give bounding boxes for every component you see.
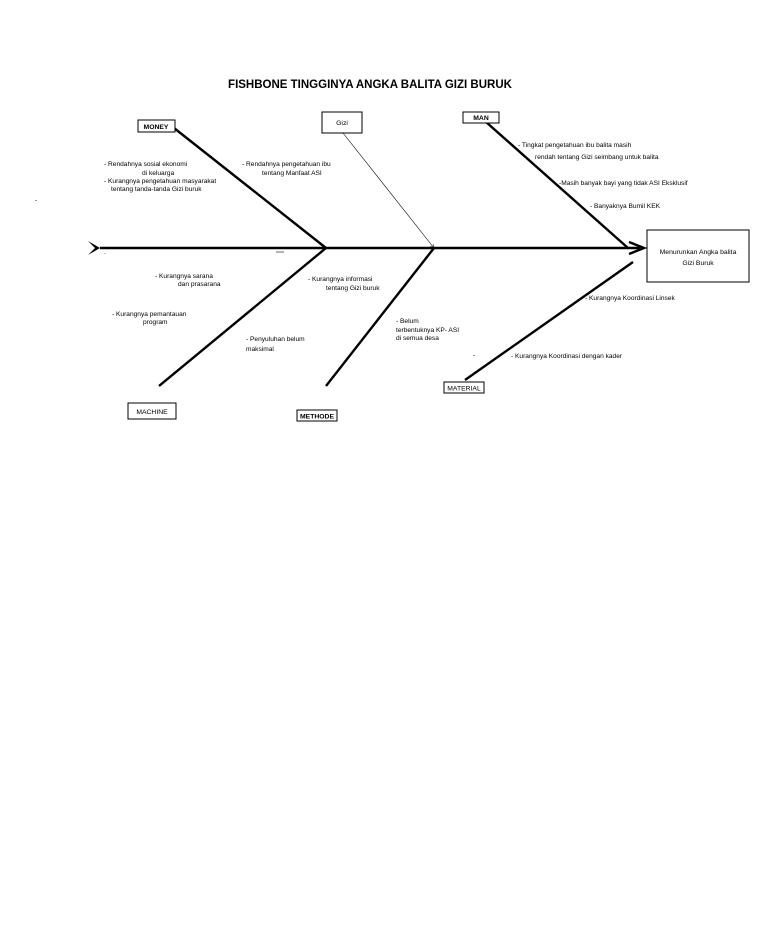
cause-man-3: - Banyaknya Bumil KEK	[590, 203, 661, 210]
cause-material-3: - Kurangnya Koordinasi dengan kader	[511, 353, 623, 360]
cause-gizi-1-line1: - Rendahnya pengetahuan ibu	[242, 161, 331, 168]
bone-money	[173, 127, 327, 249]
bone-machine	[158, 247, 327, 387]
category-money-box	[137, 119, 176, 133]
category-methode-box	[296, 409, 338, 422]
category-gizi-label: Gizi	[336, 120, 348, 127]
cause-machine-1-line1: - Kurangnya sarana	[155, 273, 213, 280]
category-machine: MACHINE	[127, 402, 177, 420]
cause-material-1-line2: terbentuknya KP- ASI	[396, 327, 459, 334]
category-material-label: MATERIAL	[447, 386, 481, 393]
cause-man-1-line1: - Tingkat pengetahuan ibu balita masih	[518, 142, 632, 149]
diagram-title: FISHBONE TINGGINYA ANGKA BALITA GIZI BUR…	[228, 79, 513, 91]
effect-label-line2: Gizi Buruk	[682, 260, 714, 267]
cause-gizi-1-line2: tentang Manfaat ASI	[262, 170, 322, 177]
cause-methode-1-line2: tentang Gizi buruk	[326, 285, 380, 292]
cause-material-2: - Kurangnya Koordinasi Linsek	[585, 295, 676, 302]
category-gizi-box	[321, 111, 363, 134]
spine-tail-icon	[88, 241, 100, 255]
cause-money-1-line2: di keluarga	[142, 170, 175, 177]
category-machine-label: MACHINE	[136, 409, 168, 416]
stray-mark-left: -	[35, 197, 37, 204]
bone-material	[464, 261, 634, 381]
cause-material-1-line1: - Belum	[396, 318, 419, 325]
cause-material-1-line3: di semua desa	[396, 335, 439, 342]
cause-machine-2-line1: - Kurangnya pemantauan	[112, 311, 187, 318]
bone-gizi	[342, 132, 434, 248]
effect-box	[646, 229, 750, 283]
stray-mark-material: -	[473, 352, 475, 359]
category-money: MONEY	[137, 119, 176, 133]
cause-methode-2-line2: maksimal	[246, 346, 274, 353]
bone-man	[485, 121, 629, 249]
category-man-box	[462, 111, 500, 124]
category-machine-box	[127, 402, 177, 420]
category-material: MATERIAL	[443, 381, 485, 394]
cause-money-1-line1: - Rendahnya sosial ekonomi	[104, 161, 188, 168]
category-methode: METHODE	[296, 409, 338, 422]
category-methode-label: METHODE	[300, 414, 334, 421]
cause-man-1-line2: rendah tentang Gizi seimbang untuk balit…	[535, 154, 659, 161]
cause-machine-2-line2: program	[143, 319, 168, 326]
cause-methode-2-line1: - Penyuluhan belum	[246, 336, 305, 343]
category-man-label: MAN	[473, 115, 489, 122]
cause-money-2-line2: tentang tanda-tanda Gizi buruk	[111, 186, 202, 193]
category-gizi: Gizi	[321, 111, 363, 134]
bone-methode	[325, 247, 435, 387]
cause-methode-1-line1: - Kurangnya informasi	[308, 276, 373, 283]
cause-money-2-line1: - Kurangnya pengetahuan masyarakat	[104, 178, 216, 185]
effect-label-line1: Menurunkan Angka balita	[660, 249, 737, 256]
cause-man-2: -Masih banyak bayi yang tidak ASI Eksklu…	[559, 180, 688, 187]
category-material-box	[443, 381, 485, 394]
cause-machine-1-line2: dan prasarana	[178, 281, 221, 288]
category-money-label: MONEY	[144, 124, 169, 131]
category-man: MAN	[462, 111, 500, 124]
stray-mark-spine: .	[104, 249, 106, 256]
